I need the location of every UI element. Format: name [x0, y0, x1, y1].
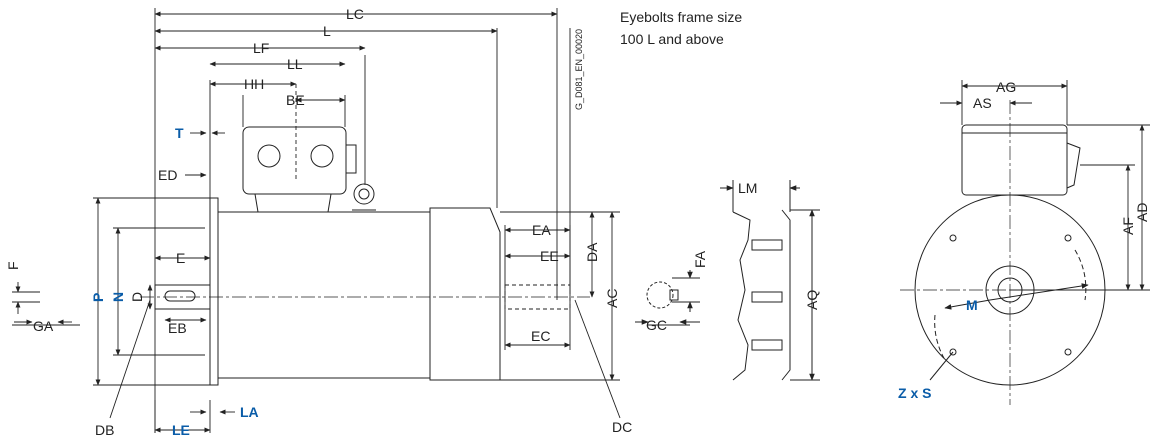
bolt-hole: [949, 348, 957, 356]
front-view: [900, 100, 1120, 405]
cable-entry-right: [310, 144, 334, 168]
label-LL: LL: [287, 56, 303, 72]
label-P: P: [90, 293, 106, 302]
label-BE: BE: [286, 92, 305, 108]
terminal-box-gland: [345, 144, 357, 174]
label-F: F: [5, 261, 21, 270]
eyebolt: [353, 183, 375, 205]
label-EC: EC: [531, 328, 550, 344]
label-E: E: [176, 250, 185, 266]
front-terminal-box: [961, 124, 1068, 196]
nde-shaft-end-detail: [635, 270, 700, 326]
label-FA: FA: [692, 250, 708, 268]
label-GC: GC: [646, 317, 667, 333]
label-D: D: [129, 292, 145, 302]
label-AD: AD: [1134, 203, 1150, 222]
side-view-dimensions: [12, 8, 621, 433]
label-DB: DB: [95, 422, 114, 438]
label-AG: AG: [996, 79, 1016, 95]
label-HH: HH: [244, 76, 264, 92]
bolt-hole: [1064, 348, 1072, 356]
label-LM: LM: [738, 180, 757, 196]
label-AC: AC: [604, 289, 620, 308]
bolt-hole: [1064, 234, 1072, 242]
keyway: [164, 290, 196, 302]
label-LE: LE: [172, 422, 190, 438]
fan-cover: [429, 207, 501, 381]
label-EA: EA: [532, 222, 551, 238]
front-view-dimensions: [940, 80, 1150, 291]
label-LC: LC: [346, 6, 364, 22]
label-ZxS: Z x S: [898, 385, 931, 401]
label-AQ: AQ: [804, 290, 820, 310]
label-N: N: [110, 292, 126, 302]
label-T: T: [175, 125, 184, 141]
label-LA: LA: [240, 404, 259, 420]
label-GA: GA: [33, 318, 54, 334]
label-AS: AS: [973, 95, 992, 111]
bolt-hole: [949, 234, 957, 242]
label-EE: EE: [540, 248, 559, 264]
fan-cover-section: [720, 180, 820, 381]
motor-body: [218, 211, 431, 379]
label-ED: ED: [158, 167, 177, 183]
front-gland: [1066, 142, 1081, 189]
side-view: [140, 126, 590, 386]
drawing-id: G_D081_EN_00020: [574, 29, 584, 110]
label-L: L: [323, 23, 331, 39]
note-line-1: Eyebolts frame size: [620, 9, 742, 25]
label-M: M: [966, 297, 978, 313]
cable-entry-left: [257, 144, 281, 168]
note-line-2: 100 L and above: [620, 31, 724, 47]
label-LF: LF: [253, 40, 269, 56]
label-EB: EB: [168, 320, 187, 336]
label-DA: DA: [584, 242, 600, 262]
flange: [209, 197, 219, 386]
label-DC: DC: [612, 419, 632, 435]
label-AF: AF: [1120, 217, 1136, 235]
